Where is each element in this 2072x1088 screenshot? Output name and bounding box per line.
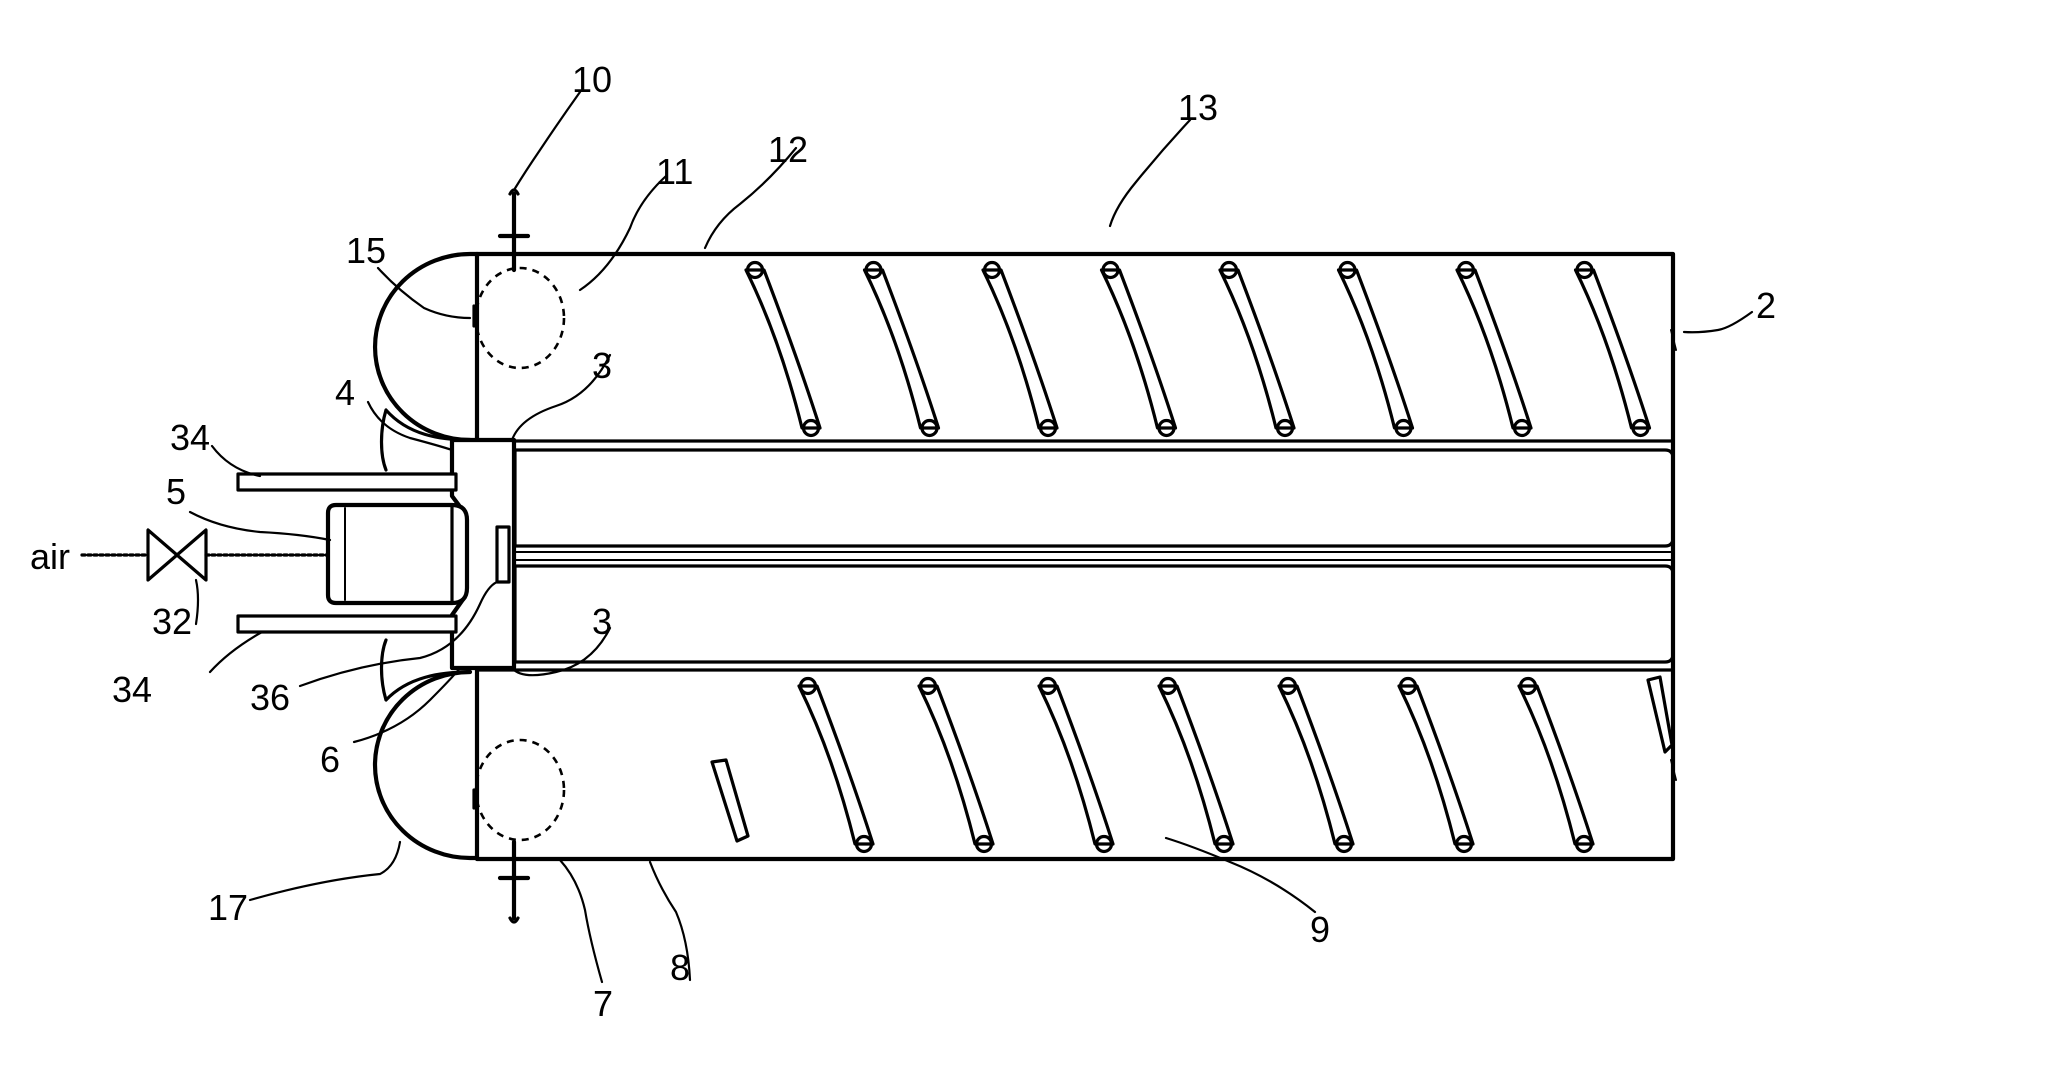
upper-pipe [238,474,456,490]
lower-helical-ribs [799,679,1593,852]
label-12: 12 [768,129,808,170]
reference-numerals: air 2 3 3 4 5 6 7 8 9 10 11 12 13 15 17 … [30,59,1776,1024]
upper-helical-ribs [746,263,1650,436]
upper-rib [1457,263,1531,436]
label-5: 5 [166,471,186,512]
label-17: 17 [208,887,248,928]
lower-end-cap [375,640,477,858]
label-15: 15 [346,230,386,271]
label-10: 10 [572,59,612,100]
upper-port-10 [500,190,528,270]
partial-rib [712,760,748,841]
label-34-top: 34 [170,417,210,458]
upper-dashed-zone [476,268,564,368]
upper-rib [1339,263,1413,436]
label-11: 11 [656,151,693,192]
label-9: 9 [1310,909,1330,950]
upper-rib [746,263,820,436]
lower-tube [477,566,1673,670]
label-36: 36 [250,677,290,718]
upper-rib [1102,263,1176,436]
upper-rib [1576,263,1650,436]
valve-32-icon [148,530,206,580]
vessel-body [477,254,1676,859]
label-13: 13 [1178,87,1218,128]
lower-pipe [238,616,456,632]
lower-rib [1399,679,1473,852]
label-4: 4 [335,372,355,413]
central-channel [497,552,1673,560]
upper-tube [477,441,1673,546]
label-7: 7 [593,983,613,1024]
nozzle-housing [328,505,467,603]
lower-rib [919,679,993,852]
label-8: 8 [670,947,690,988]
lower-dashed-zone [476,740,564,840]
lower-rib [1519,679,1593,852]
upper-rib [983,263,1057,436]
label-32: 32 [152,601,192,642]
lower-rib [1039,679,1113,852]
upper-rib [865,263,939,436]
label-3-top: 3 [592,345,612,386]
end-rib [1648,677,1672,752]
upper-end-cap [375,254,477,470]
lower-rib [799,679,873,852]
lower-rib [1279,679,1353,852]
label-air: air [30,536,70,577]
label-3-bottom: 3 [592,601,612,642]
label-34-bottom: 34 [112,669,152,710]
label-2: 2 [1756,285,1776,326]
lower-port-7 [500,842,528,922]
label-6: 6 [320,739,340,780]
upper-rib [1220,263,1294,436]
lower-rib [1159,679,1233,852]
